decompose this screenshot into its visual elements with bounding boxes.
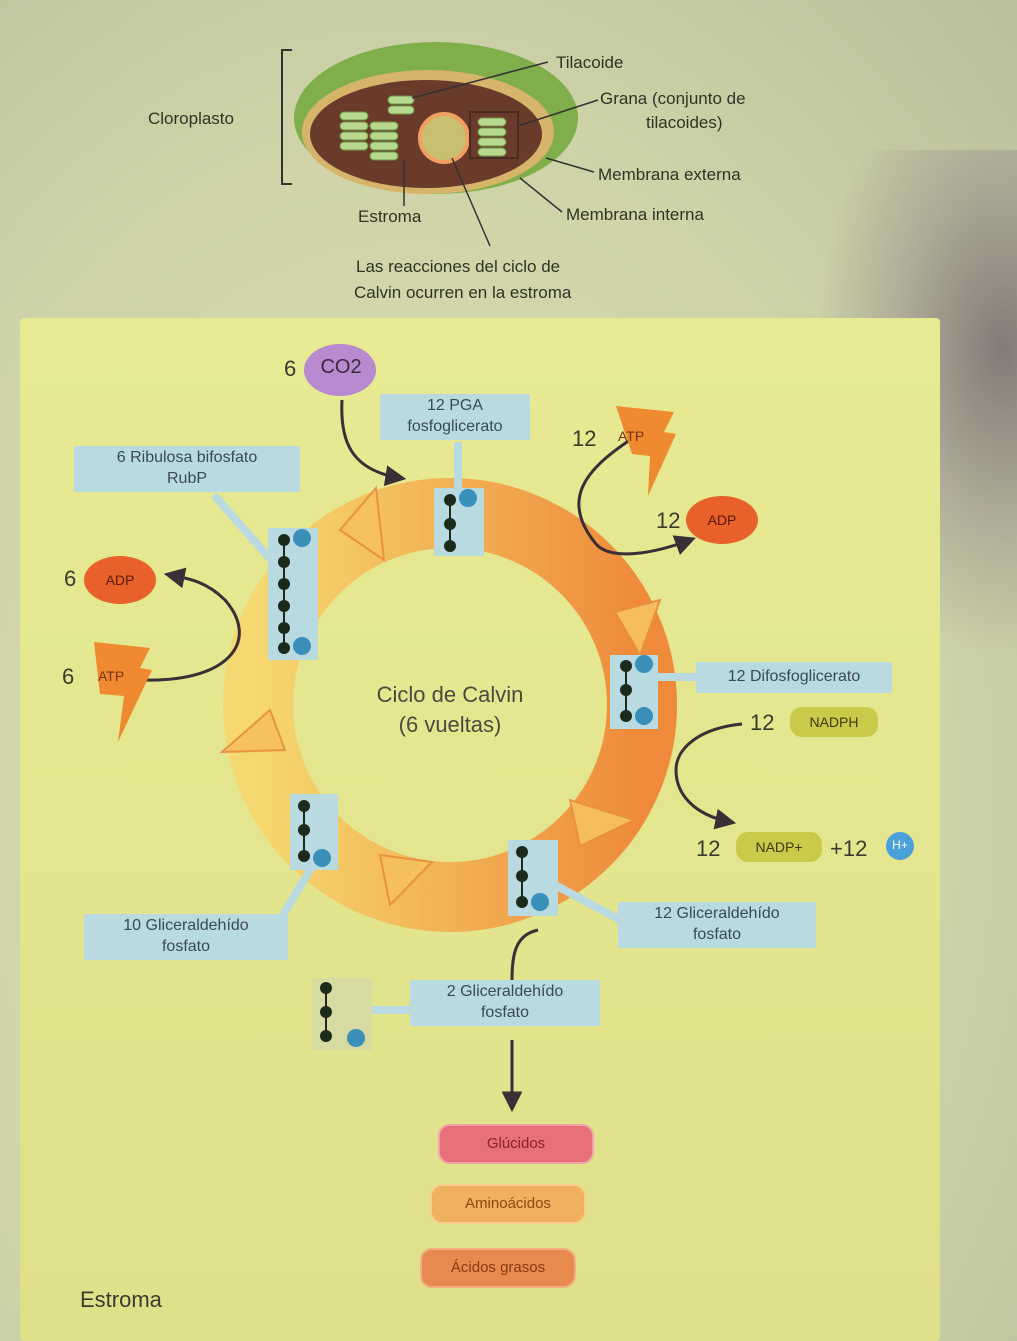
caption-line-2: Calvin ocurren en la estroma xyxy=(354,283,572,302)
h-label: H+ xyxy=(892,838,908,852)
phosphate-icon xyxy=(531,893,549,911)
box-g3p-10-line-1: 10 Gliceraldehído xyxy=(123,917,249,934)
label-thylakoid: Tilacoide xyxy=(556,53,624,72)
grana-highlight xyxy=(469,111,519,159)
adp12-shape xyxy=(686,496,758,544)
box-g3p-2-line-2: fosfato xyxy=(480,1003,530,1021)
box-g3p-12: 12 Gliceraldehído fosfato xyxy=(618,902,816,948)
product-glucidos: Glúcidos xyxy=(438,1124,594,1164)
atp12-line xyxy=(577,438,631,545)
grana-stacks xyxy=(339,95,507,161)
stroma-region-label: Estroma xyxy=(80,1287,162,1312)
phosphate-icon xyxy=(635,655,653,673)
box-rubp: 6 Ribulosa bifosfato RubP xyxy=(74,446,300,492)
box-g3p-2-line-1: 2 Gliceraldehído xyxy=(446,983,564,1000)
molecule-shapes xyxy=(84,344,914,862)
grana-leader xyxy=(517,99,599,127)
box-pga: 12 PGA fosfoglicerato xyxy=(380,394,530,440)
reaction-arrows xyxy=(144,399,743,1113)
atp12-bolt xyxy=(616,406,676,496)
h-coefficient: +12 xyxy=(830,836,868,861)
ring-arrowhead xyxy=(338,485,386,563)
box-pga-line-2: fosfoglicerato xyxy=(407,417,503,435)
adp6-shape xyxy=(84,556,156,604)
box-g3p-12-line-2: fosfato xyxy=(692,925,742,943)
box-g3p-2: 2 Gliceraldehído fosfato xyxy=(410,980,600,1026)
chloroplast-bracket xyxy=(281,49,292,185)
nadph-coefficient: 12 xyxy=(750,710,775,735)
box-g3p-12-line-1: 12 Gliceraldehído xyxy=(654,905,780,922)
cycle-symbol xyxy=(418,112,470,164)
atp6-label: ATP xyxy=(98,668,125,684)
atp12-label: ATP xyxy=(618,428,645,444)
phosphate-icon xyxy=(635,707,653,725)
thylakoid-leader xyxy=(411,61,549,99)
box-rubp-line-2: RubP xyxy=(166,469,208,487)
h-plus-shape xyxy=(886,832,914,860)
adp12-coefficient: 12 xyxy=(656,508,681,533)
chain-box xyxy=(268,528,318,660)
ring-arrowhead xyxy=(613,598,662,658)
outer-membrane-leader xyxy=(545,157,595,173)
caption-leader xyxy=(451,157,491,247)
cycle-title-line-1: Ciclo de Calvin xyxy=(376,682,524,707)
product-aminoacidos: Aminoácidos xyxy=(430,1184,586,1224)
cycle-title-line-2: (6 vueltas) xyxy=(398,711,502,737)
phosphate-icon xyxy=(313,849,331,867)
label-chloroplast: Cloroplasto xyxy=(148,109,234,128)
inner-membrane-leader xyxy=(519,177,563,213)
phosphate-icon xyxy=(459,489,477,507)
label-stroma: Estroma xyxy=(358,207,422,226)
box-g3p-10: 10 Gliceraldehído fosfato xyxy=(84,914,288,960)
label-grana-2: tilacoides) xyxy=(646,113,723,132)
g3p-branch-line xyxy=(510,928,539,981)
nadph-arrow xyxy=(674,722,743,830)
adp12-label: ADP xyxy=(707,512,737,528)
nadp-coefficient: 12 xyxy=(696,836,721,861)
nadp-label: NADP+ xyxy=(755,839,803,855)
adp12-arrow xyxy=(594,535,696,556)
box-difosfoglicerato: 12 Difosfoglicerato xyxy=(696,662,892,693)
ring-arrowhead xyxy=(378,853,435,908)
chloroplast-illustration xyxy=(281,42,599,247)
nadph-shape xyxy=(790,707,878,737)
label-grana-1: Grana (conjunto de xyxy=(600,89,746,108)
nadph-label: NADPH xyxy=(809,714,859,730)
atp6-adp6-arrow xyxy=(144,567,241,682)
carbon-chains xyxy=(268,488,658,1050)
ring-arrowhead xyxy=(568,798,637,848)
co2-arrow xyxy=(340,399,407,487)
phosphate-icon xyxy=(347,1029,365,1047)
product-acidos-grasos: Ácidos grasos xyxy=(420,1248,576,1288)
box-pga-line-1: 12 PGA xyxy=(426,397,484,414)
atp6-coefficient: 6 xyxy=(62,664,75,689)
co2-shape xyxy=(304,344,376,396)
ring-arrowhead xyxy=(219,708,287,754)
box-rubp-line-1: 6 Ribulosa bifosfato xyxy=(116,449,258,466)
atp-bolts xyxy=(94,406,676,742)
atp6-bolt xyxy=(94,642,152,742)
label-inner-membrane: Membrana interna xyxy=(566,205,704,224)
adp6-label: ADP xyxy=(105,572,135,588)
atp12-coefficient: 12 xyxy=(572,426,597,451)
co2-label: CO2 xyxy=(320,356,362,378)
cycle-title: Ciclo de Calvin (6 vueltas) xyxy=(330,680,570,739)
phosphate-icon xyxy=(293,529,311,547)
caption-line-1: Las reacciones del ciclo de xyxy=(356,257,561,276)
adp6-coefficient: 6 xyxy=(64,566,77,591)
box-g3p-10-line-2: fosfato xyxy=(161,937,211,955)
phosphate-icon xyxy=(293,637,311,655)
nadp-shape xyxy=(736,832,822,862)
label-outer-membrane: Membrana externa xyxy=(598,165,741,184)
co2-coefficient: 6 xyxy=(284,356,297,381)
